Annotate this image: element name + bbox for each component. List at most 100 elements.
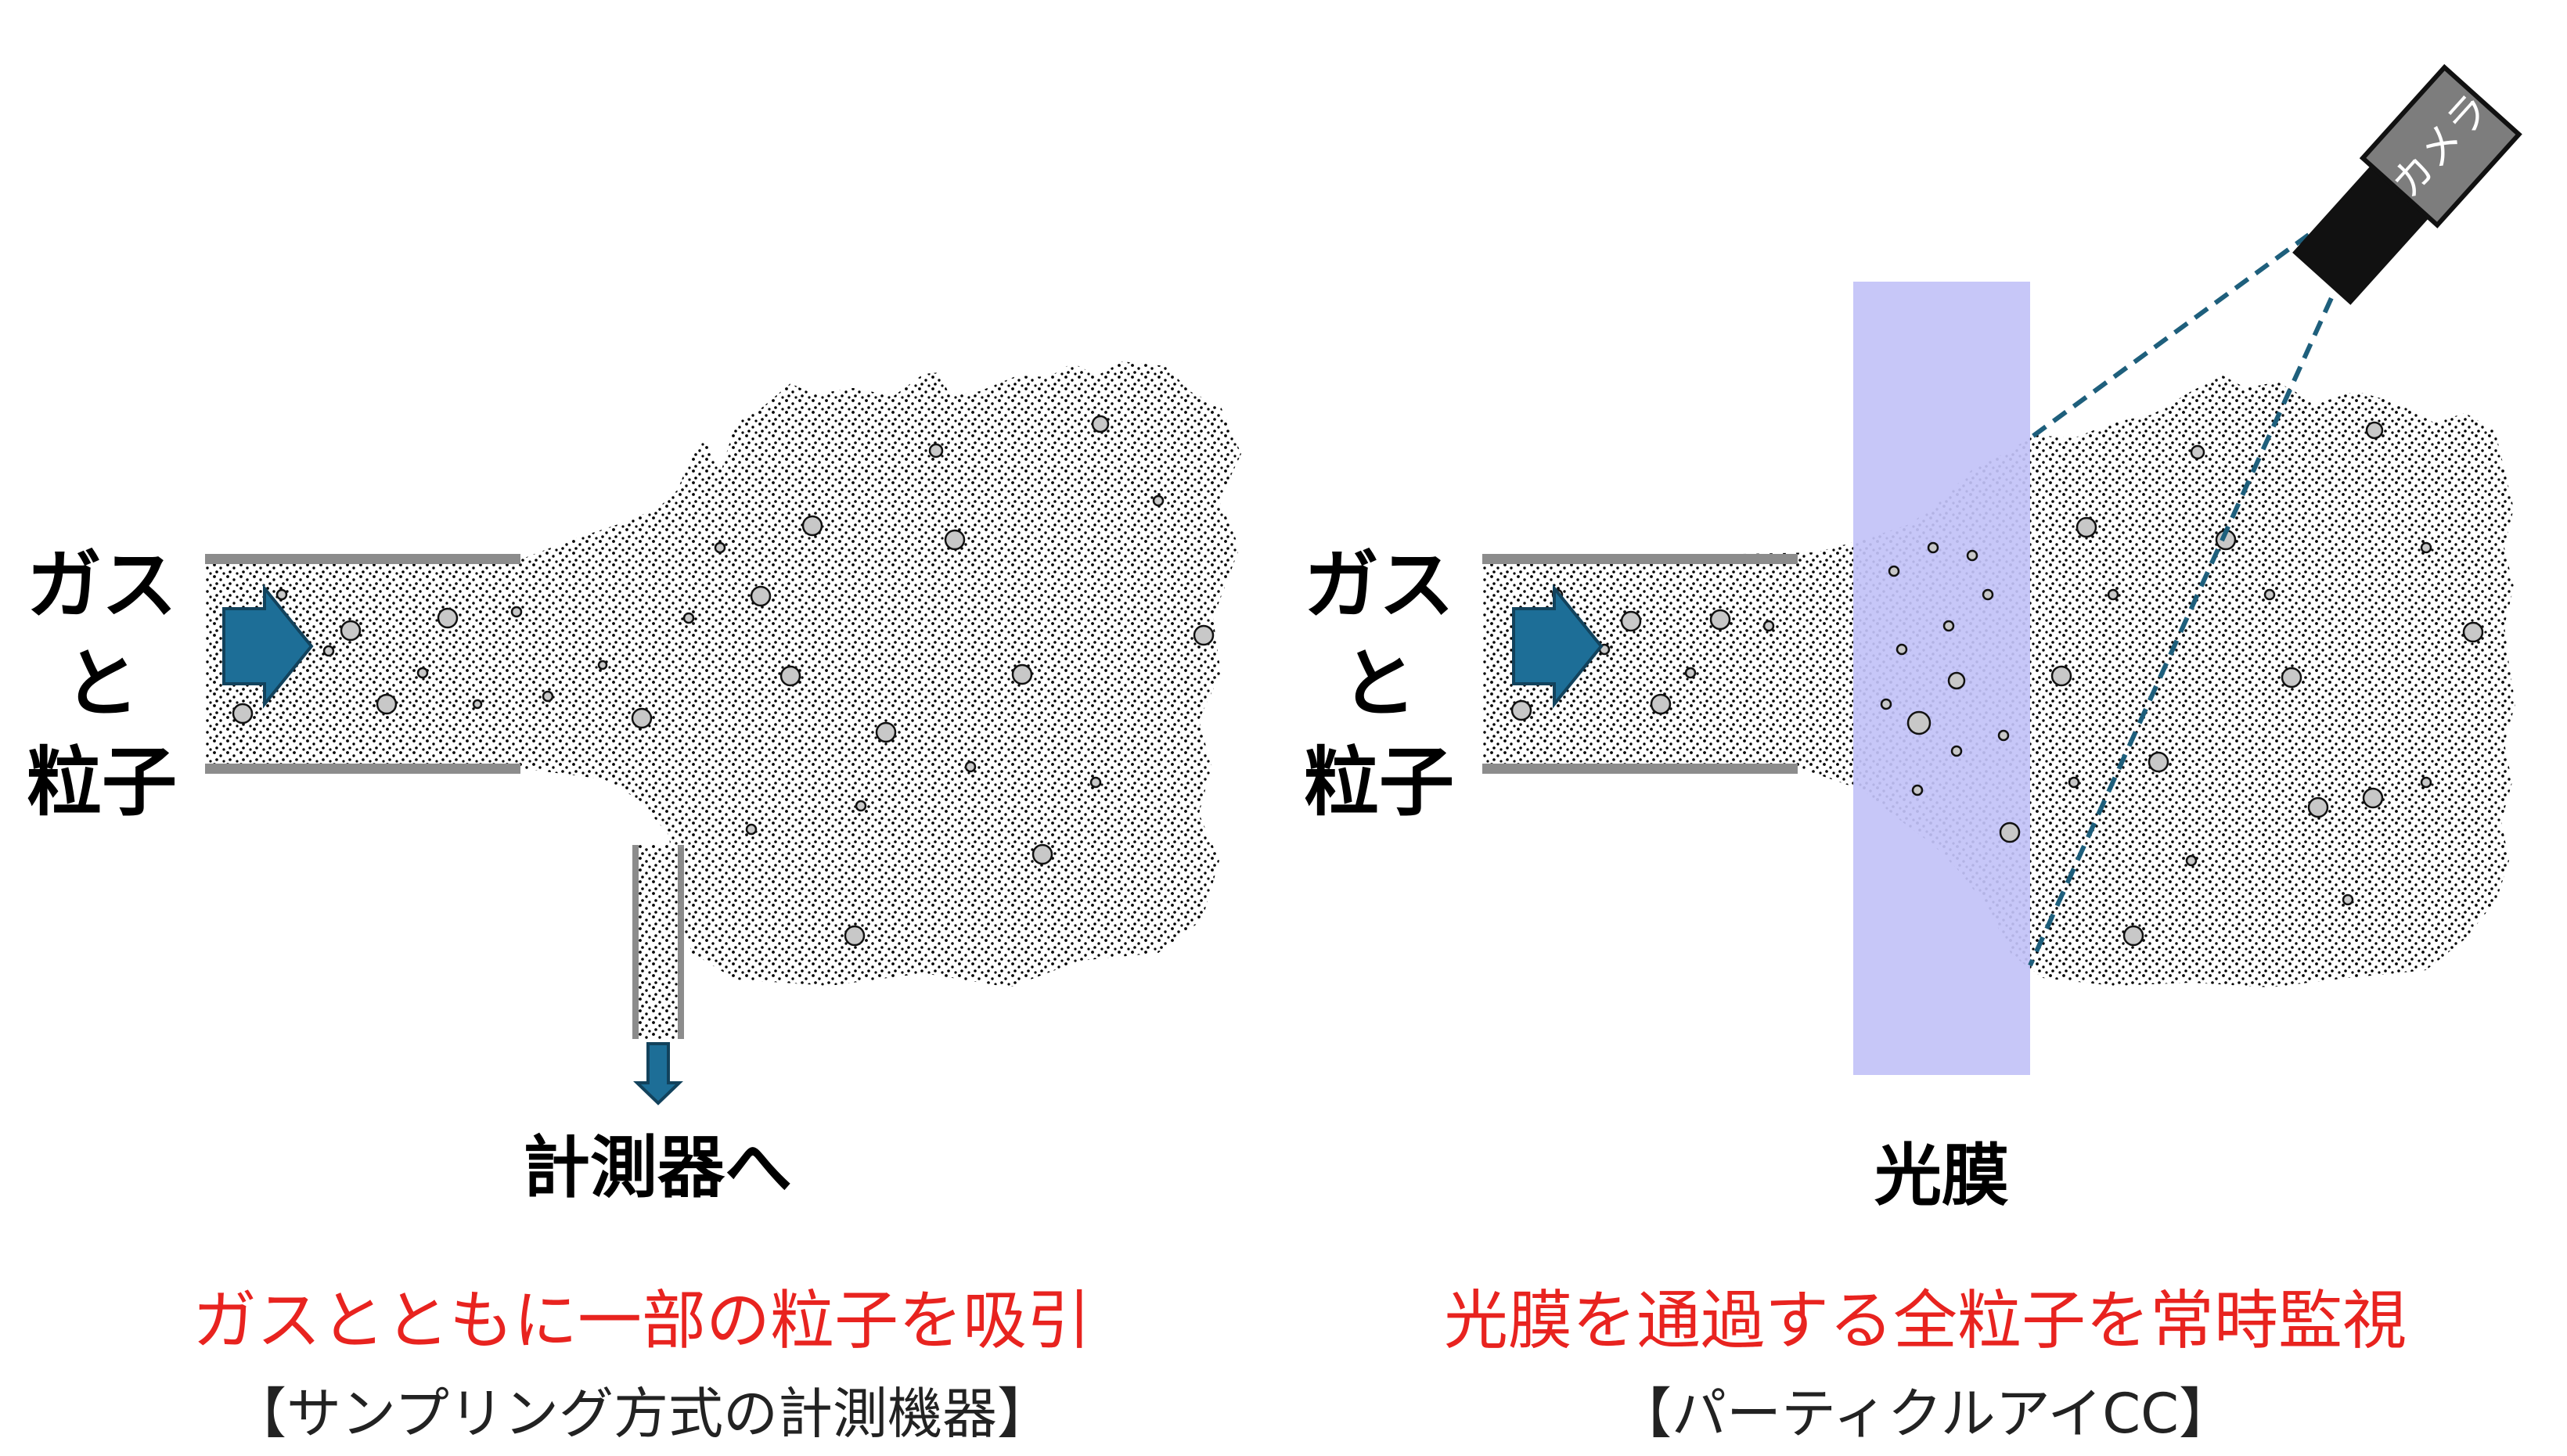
particle <box>714 541 726 554</box>
particle <box>275 588 288 601</box>
particle <box>1762 620 1775 632</box>
particle <box>1031 843 1053 865</box>
particle <box>1620 610 1642 632</box>
particle <box>2263 588 2276 601</box>
particle <box>542 690 554 703</box>
particle <box>322 645 335 657</box>
particle <box>1947 671 1966 690</box>
right-caption: 光膜を通過する全粒子を常時監視 <box>1443 1284 2407 1358</box>
particle <box>2050 665 2072 687</box>
camera-label-box <box>2359 63 2522 228</box>
particle <box>597 660 608 670</box>
particle <box>1927 541 1939 554</box>
particle <box>1982 588 1994 601</box>
right-label-line-2: と <box>1341 640 1417 728</box>
particle <box>2420 541 2432 554</box>
camera-sight-line-lower <box>2028 274 2344 967</box>
camera-sight-line-upper <box>2029 232 2310 440</box>
particle <box>1684 667 1697 679</box>
particle <box>510 606 523 618</box>
left-flow-diagram <box>205 361 1241 1105</box>
camera-body <box>2292 165 2429 305</box>
particle <box>1193 624 1215 646</box>
particle <box>2122 925 2144 947</box>
particle <box>631 707 653 729</box>
light-membrane <box>1853 282 2030 1075</box>
particle <box>745 823 758 836</box>
particle <box>2185 854 2198 867</box>
particle <box>1999 821 2021 843</box>
right-flow-arrow-icon <box>1512 584 1604 709</box>
particle <box>1966 549 1978 562</box>
particle <box>844 925 866 947</box>
right-subcaption: 【パーティクルアイCC】 <box>1617 1382 2234 1446</box>
left-label-line-1: ガス <box>27 541 177 629</box>
right-pipe-top-wall <box>1482 554 1798 564</box>
particle <box>2190 444 2205 460</box>
left-caption: ガスとともに一部の粒子を吸引 <box>192 1284 1091 1358</box>
right-flow-diagram: カメラ <box>1482 63 2522 1075</box>
particle <box>1091 415 1110 433</box>
down-arrow-icon <box>633 1042 683 1105</box>
particle <box>1888 565 1900 577</box>
particle <box>1011 663 1033 685</box>
particle <box>1650 693 1672 715</box>
right-label-line-1: ガス <box>1304 541 1454 629</box>
particle <box>2365 421 2384 440</box>
particle <box>340 620 362 642</box>
particle <box>1950 745 1963 757</box>
particle <box>1911 784 1924 796</box>
sampling-tube-fill <box>635 845 679 1039</box>
particle <box>1089 776 1102 789</box>
particle <box>416 667 429 679</box>
outlet-label: 計測器へ <box>523 1129 792 1207</box>
right-gas-particles-label: ガス と 粒子 <box>1277 548 1481 820</box>
particle <box>1709 609 1731 631</box>
particle <box>2148 751 2169 773</box>
particle <box>779 665 801 687</box>
particle <box>2107 588 2119 601</box>
left-particle-cloud <box>205 361 1241 987</box>
particle <box>472 699 483 710</box>
camera-icon: カメラ <box>2292 63 2522 305</box>
left-flow-arrow-icon <box>222 584 314 709</box>
right-pipe-bottom-wall <box>1482 764 1798 774</box>
particle <box>1906 710 1932 735</box>
left-gas-particles-label: ガス と 粒子 <box>0 548 203 820</box>
particle <box>232 703 254 724</box>
left-large-particles <box>232 415 1215 947</box>
particle <box>801 515 823 537</box>
particle <box>750 585 772 607</box>
left-pipe-bottom-wall <box>205 764 520 774</box>
membrane-particles <box>1880 541 2021 843</box>
particle <box>944 529 966 551</box>
particle <box>2420 776 2432 789</box>
membrane-label: 光膜 <box>1874 1137 2009 1215</box>
particle <box>376 693 398 715</box>
particle <box>2307 796 2329 818</box>
particle <box>1152 494 1165 507</box>
sampling-tube-right-wall <box>678 845 684 1039</box>
particle <box>1896 643 1908 656</box>
particle <box>1942 620 1955 632</box>
particle <box>1997 729 2010 742</box>
particle <box>2068 776 2080 789</box>
particle <box>2362 787 2384 809</box>
particle <box>2462 621 2484 643</box>
particle <box>2342 893 2354 906</box>
particle <box>1880 698 1892 710</box>
left-label-line-2: と <box>64 640 139 728</box>
right-label-line-3: 粒子 <box>1304 739 1454 826</box>
particle <box>928 443 944 458</box>
particle <box>2281 667 2302 688</box>
sampling-tube-left-wall <box>632 845 639 1039</box>
particle <box>1510 699 1532 721</box>
particle <box>682 612 695 624</box>
particle <box>2076 516 2097 538</box>
particle <box>437 607 459 629</box>
particle <box>964 760 977 773</box>
left-subcaption: 【サンプリング方式の計測機器】 <box>232 1382 1052 1446</box>
left-pipe-top-wall <box>205 554 520 564</box>
